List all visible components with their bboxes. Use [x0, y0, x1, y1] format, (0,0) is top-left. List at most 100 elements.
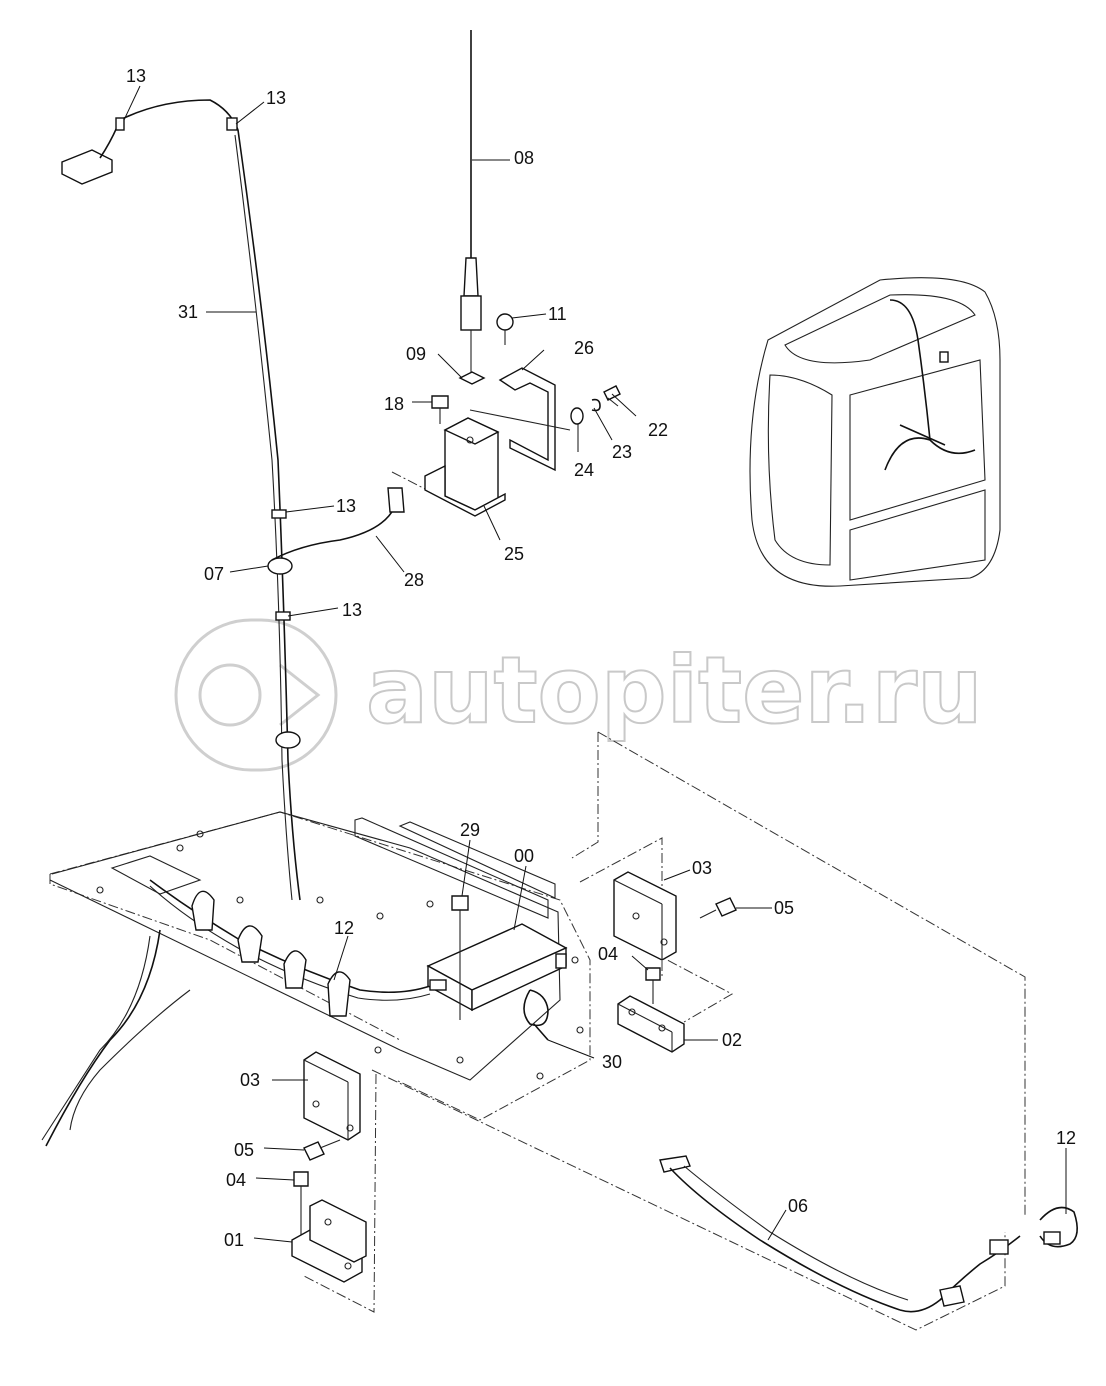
callout-28: 28: [404, 570, 424, 590]
floor-plate-holes: [96, 830, 584, 1080]
callout-30: 30: [602, 1052, 622, 1072]
callout-09: 09: [406, 344, 426, 364]
harness-12-down-2: [41, 935, 151, 1141]
callout-07: 07: [204, 564, 224, 584]
bracket-02: [617, 995, 685, 1053]
screw-04-lower: [293, 1171, 309, 1240]
callout-25: 25: [504, 544, 524, 564]
clamp-13-top-left: [115, 117, 125, 131]
connector-06-plug: [989, 1239, 1009, 1255]
clamp-07: [267, 557, 293, 575]
watermark-text: autopiter.ru: [366, 637, 983, 744]
screw-05-upper: [699, 897, 737, 919]
callout-12: 12: [1056, 1128, 1076, 1148]
callout-26: 26: [574, 338, 594, 358]
screw-11: [496, 313, 514, 345]
clamp-13-mid: [271, 509, 287, 519]
callout-13: 13: [266, 88, 286, 108]
mount-nut: [458, 371, 486, 385]
cab-body: [749, 277, 1001, 587]
cable-28: [271, 505, 396, 561]
cab-harness: [884, 299, 976, 471]
callout-leaders: [123, 85, 1067, 1243]
watermark-logo-arrow: [279, 663, 321, 727]
bracket-26-axis: [469, 409, 571, 431]
callout-18: 18: [384, 394, 404, 414]
callout-05: 05: [234, 1140, 254, 1160]
screw-04-upper: [645, 967, 661, 1004]
callout-00: 00: [514, 846, 534, 866]
cable-28-assembly: [271, 487, 405, 561]
floor-rail-2: [398, 821, 556, 899]
callout-12: 12: [334, 918, 354, 938]
washer-24: [570, 407, 584, 425]
connector-28: [387, 487, 405, 513]
controller-plug: [429, 979, 447, 991]
floor-plate-cutout: [110, 855, 202, 895]
harness-12-down-1: [45, 929, 161, 1147]
watermark: autopiter.ru: [174, 618, 984, 772]
floor-rail: [354, 817, 549, 919]
lockwasher-23: [591, 398, 601, 412]
watermark-logo-frame: [174, 618, 338, 772]
callout-31: 31: [178, 302, 198, 322]
callout-22: 22: [648, 420, 668, 440]
cab-window-front: [767, 374, 833, 566]
clamp-12-right: [1039, 1206, 1078, 1248]
cab-top: [784, 294, 976, 364]
phantom-line-plate-inner: [49, 874, 401, 1041]
bracket-03-lower: [303, 1051, 361, 1141]
cab-connector: [939, 351, 949, 363]
watermark-logo-circle: [198, 663, 262, 727]
callout-13: 13: [342, 600, 362, 620]
callout-11: 11: [548, 304, 567, 324]
callout-24: 24: [574, 460, 594, 480]
cable-06: [669, 1167, 901, 1311]
cab-inset: [749, 277, 1001, 587]
callout-01: 01: [224, 1230, 244, 1250]
antenna-mount-bracket: [424, 417, 506, 517]
gps-unit: [61, 149, 113, 185]
controller-unit: [426, 923, 568, 1012]
phantom-line-bracket-02: [651, 951, 734, 1023]
cable-06-b: [683, 1165, 909, 1301]
harness-clamps: [191, 890, 351, 1017]
callout-23: 23: [612, 442, 632, 462]
connector-12-right: [1043, 1231, 1061, 1245]
antenna-assembly: [458, 30, 486, 385]
phantom-line-mid: [571, 732, 599, 859]
clamp-13-top-right: [226, 117, 238, 131]
callout-06: 06: [788, 1196, 808, 1216]
connector-06: [659, 1155, 691, 1173]
phantom-line-right-long: [597, 731, 1026, 1216]
cable-31-parallel: [234, 134, 293, 901]
callout-13: 13: [126, 66, 146, 86]
callout-08: 08: [514, 148, 534, 168]
cab-door-lower: [849, 489, 986, 581]
cable-tie-30: [523, 989, 549, 1041]
screw-22: [603, 385, 621, 407]
screw-05-lower: [303, 1139, 341, 1161]
mount-foot: [424, 464, 506, 517]
mount-hole: [466, 436, 474, 444]
bracket-03-upper: [613, 871, 677, 961]
screw-18: [431, 395, 449, 424]
antenna-base: [463, 257, 479, 297]
callout-13: 13: [336, 496, 356, 516]
callout-29: 29: [460, 820, 480, 840]
harness-12-down-3: [69, 989, 191, 1131]
callout-04: 04: [598, 944, 618, 964]
antenna-base-collar: [460, 295, 482, 331]
callout-02: 02: [722, 1030, 742, 1050]
phantom-line-lower-diag: [371, 1069, 1006, 1331]
bracket-01: [291, 1199, 367, 1283]
clamp-13-low: [275, 611, 291, 621]
connector-06-end: [939, 1285, 965, 1307]
cable-06-assembly: [659, 1155, 1078, 1313]
bracket-26: [498, 367, 556, 472]
clamp-lower: [275, 731, 301, 749]
cable-31: [99, 99, 301, 901]
callout-labels: 13 13 08 31 11 09 26 18 22 23 24 13 25 0…: [126, 66, 1076, 1250]
cab-window-side: [849, 359, 986, 521]
